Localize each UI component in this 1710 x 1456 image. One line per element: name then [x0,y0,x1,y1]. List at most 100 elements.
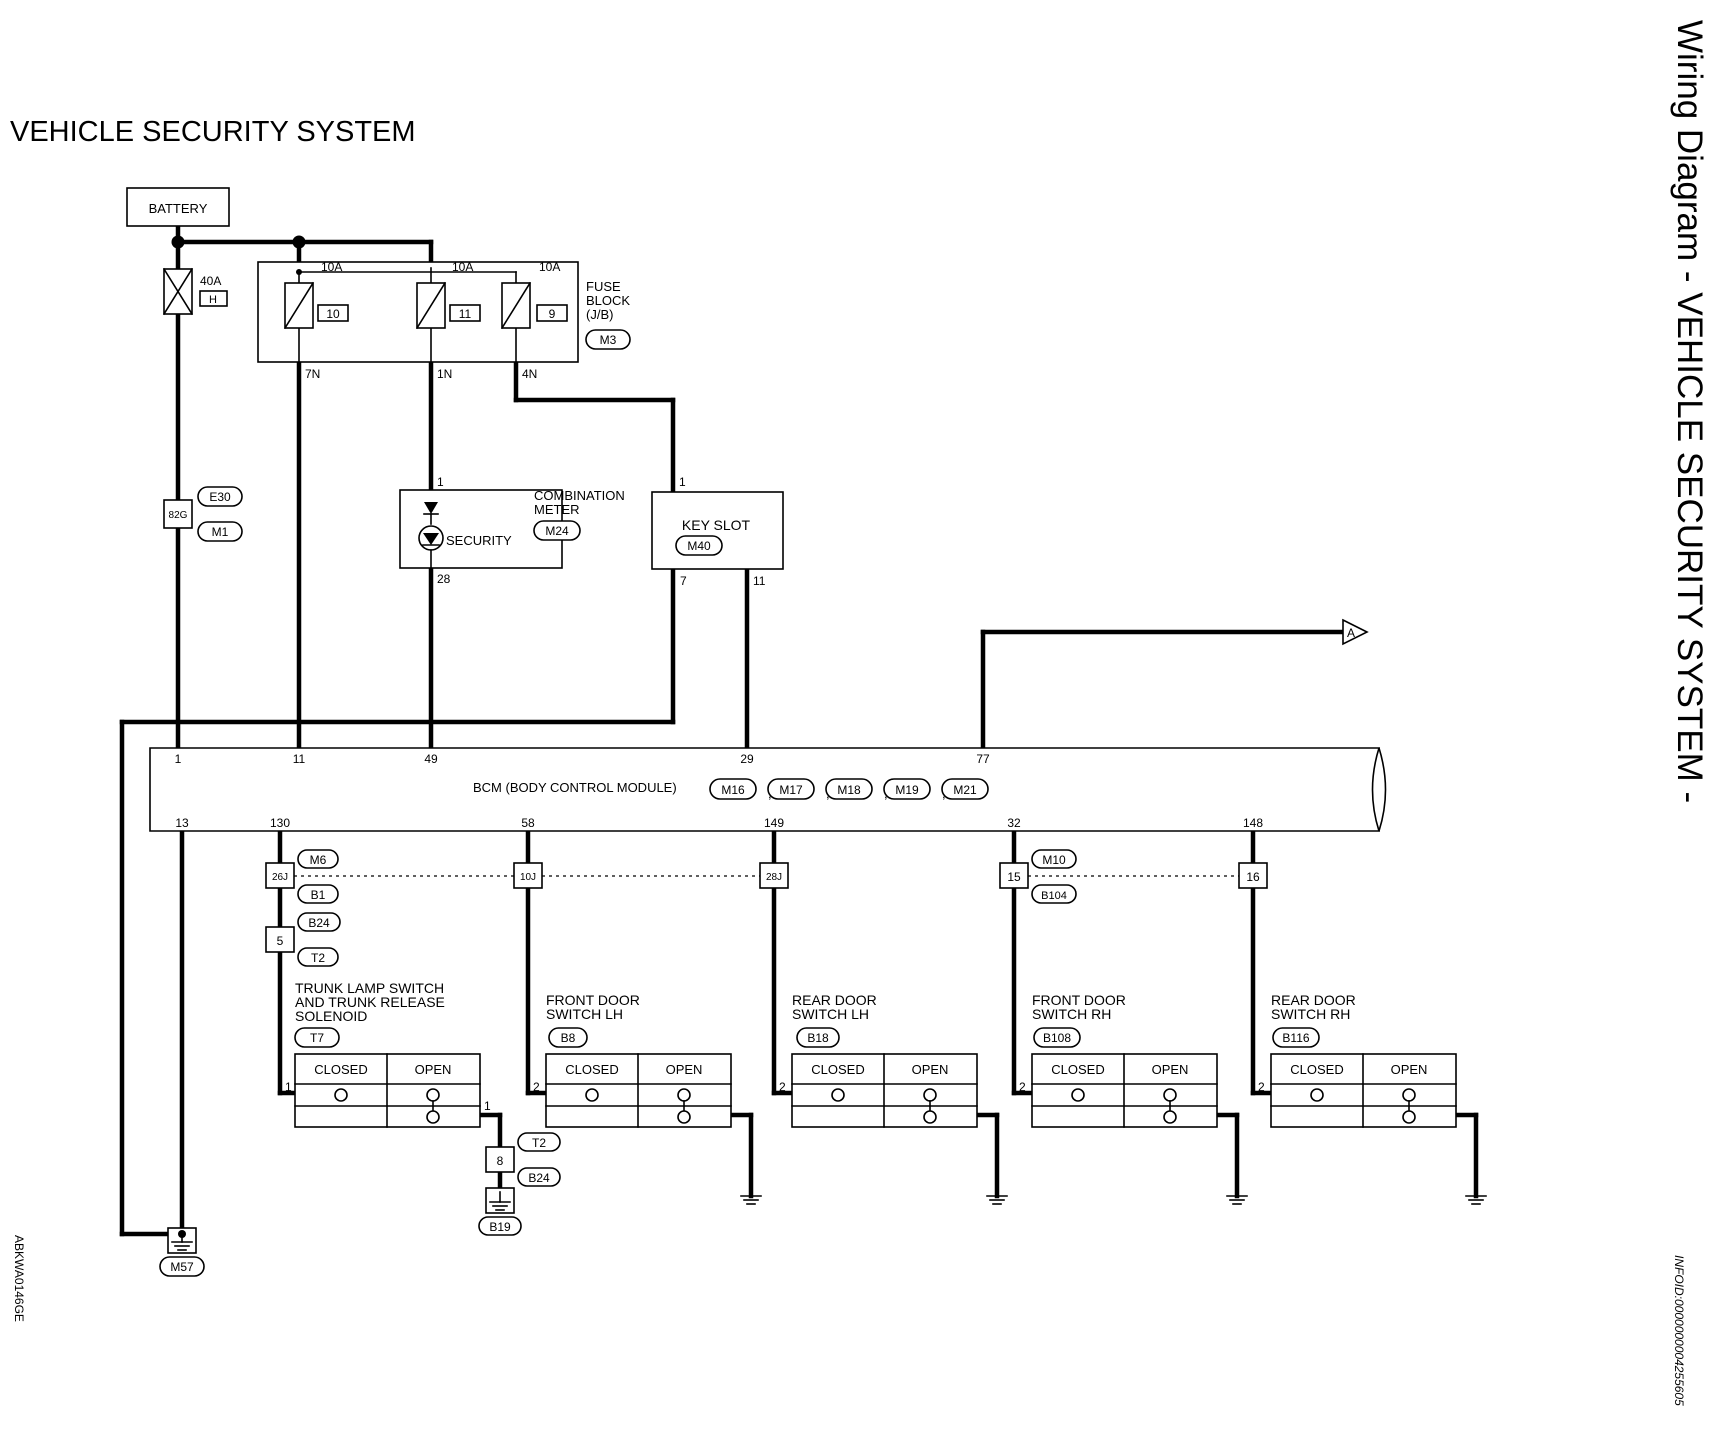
fusible-link-rating: 40A [200,274,221,288]
key-slot-box [651,491,784,570]
connector-tag-label: M17 [779,783,803,797]
switch-closed-header: CLOSED [314,1062,367,1077]
connector-tag-label: T2 [311,951,325,965]
connector-tag [297,849,339,869]
page-title: VEHICLE SECURITY SYSTEM [10,116,416,148]
switch-label: FRONT DOOR [1032,992,1126,1008]
fuse-number-box [536,304,568,322]
connector-tag [548,1027,588,1048]
connector-tag-label: B18 [807,1031,829,1045]
switch-open-header: OPEN [666,1062,703,1077]
connector-tag [517,1167,561,1187]
fuse-rating: 10A [452,260,473,274]
connector-tag [197,486,243,507]
terminal-label: 7N [305,367,320,381]
switch-open-header: OPEN [1152,1062,1189,1077]
fusible-link-id-box [199,290,228,307]
switch-closed-header: CLOSED [811,1062,864,1077]
bcm-pin: 13 [175,816,189,830]
switch-table-rear-door-lh [791,1053,978,1128]
connector-tag [1031,884,1077,904]
bcm-pin: 1 [175,752,182,766]
joint-label: 8 [497,1154,504,1168]
connector-tag [297,912,341,932]
joint-label: 82G [169,510,188,521]
joint-label: 5 [277,934,284,948]
switch-closed-header: CLOSED [1051,1062,1104,1077]
bcm-pin: 58 [521,816,535,830]
bcm-pin: 130 [270,816,290,830]
joint-label: 15 [1007,870,1021,884]
bcm-pin: 49 [424,752,438,766]
fuse-number-box [317,304,349,322]
switch-label: AND TRUNK RELEASE [295,994,445,1010]
security-indicator-label: SECURITY [446,533,512,548]
joint-box [265,926,295,953]
connector-tag-label: T7 [310,1031,324,1045]
switch-label: SOLENOID [295,1008,367,1024]
connector-tag [294,1027,340,1048]
connector-tag [159,1256,205,1277]
diagram-code: ABKWA0146GE [12,1235,26,1322]
pin-label: 1 [285,1080,292,1094]
switch-label: TRUNK LAMP SWITCH [295,980,444,996]
fuse-block-label: FUSE [586,279,621,294]
fuse-number-box [449,304,481,322]
junction-dot [171,235,185,249]
connector-tag-label: M18 [837,783,861,797]
bcm-break-line [1378,747,1387,832]
joint-label: 16 [1246,870,1260,884]
ground-icon [167,1227,197,1254]
ground-icon [485,1187,515,1214]
joint-box [1238,862,1268,889]
connector-tag [297,884,339,904]
fusible-link-40a [162,267,194,316]
joint-label: 28J [766,872,782,883]
battery-label: BATTERY [149,201,208,216]
fuse-10 [283,281,315,330]
switch-label: SWITCH RH [1032,1006,1111,1022]
switch-label: FRONT DOOR [546,992,640,1008]
ground-icon [1465,1195,1487,1205]
connector-tag [197,521,243,542]
switch-table-rear-door-rh [1270,1053,1457,1128]
fuse-number: 9 [549,307,556,321]
bcm-pin: 32 [1007,816,1021,830]
switch-label: SWITCH LH [792,1006,869,1022]
connector-tag-label: B24 [528,1171,550,1185]
switch-open-header: OPEN [1391,1062,1428,1077]
bcm-pin: 11 [293,752,306,766]
junction-dot [292,235,306,249]
pin-label: 7 [680,574,687,588]
joint-box [485,1146,515,1173]
connector-tag [675,535,723,556]
connector-tag [1033,1027,1081,1048]
bcm-pin: 29 [740,752,754,766]
connector-tag-label: B24 [308,916,330,930]
ground-icon [986,1195,1008,1205]
connector-tag-label: B116 [1282,1031,1309,1045]
connector-tag-label: M16 [721,783,745,797]
terminal-label: 1N [437,367,452,381]
pin-label: 2 [779,1080,786,1094]
ground-icon [1226,1195,1248,1205]
terminal-label: 4N [522,367,537,381]
security-indicator-icon [418,502,444,569]
fuse-block-label: (J/B) [586,307,613,322]
bcm-pin: 148 [1243,816,1263,830]
connector-tag-label: M3 [600,333,617,347]
connector-tag [533,520,581,541]
switch-closed-header: CLOSED [565,1062,618,1077]
pin-label: 1 [679,475,686,489]
fuse-rating: 10A [539,260,560,274]
switch-closed-header: CLOSED [1290,1062,1343,1077]
combination-meter-label: METER [534,502,580,517]
pin-label: 2 [1019,1080,1026,1094]
wires [119,223,1479,1237]
battery-box [126,187,230,227]
pin-label: 2 [533,1080,540,1094]
fuse-number: 10 [326,307,340,321]
joint-label: 26J [272,872,288,883]
connector-tag-label: B19 [489,1220,511,1234]
